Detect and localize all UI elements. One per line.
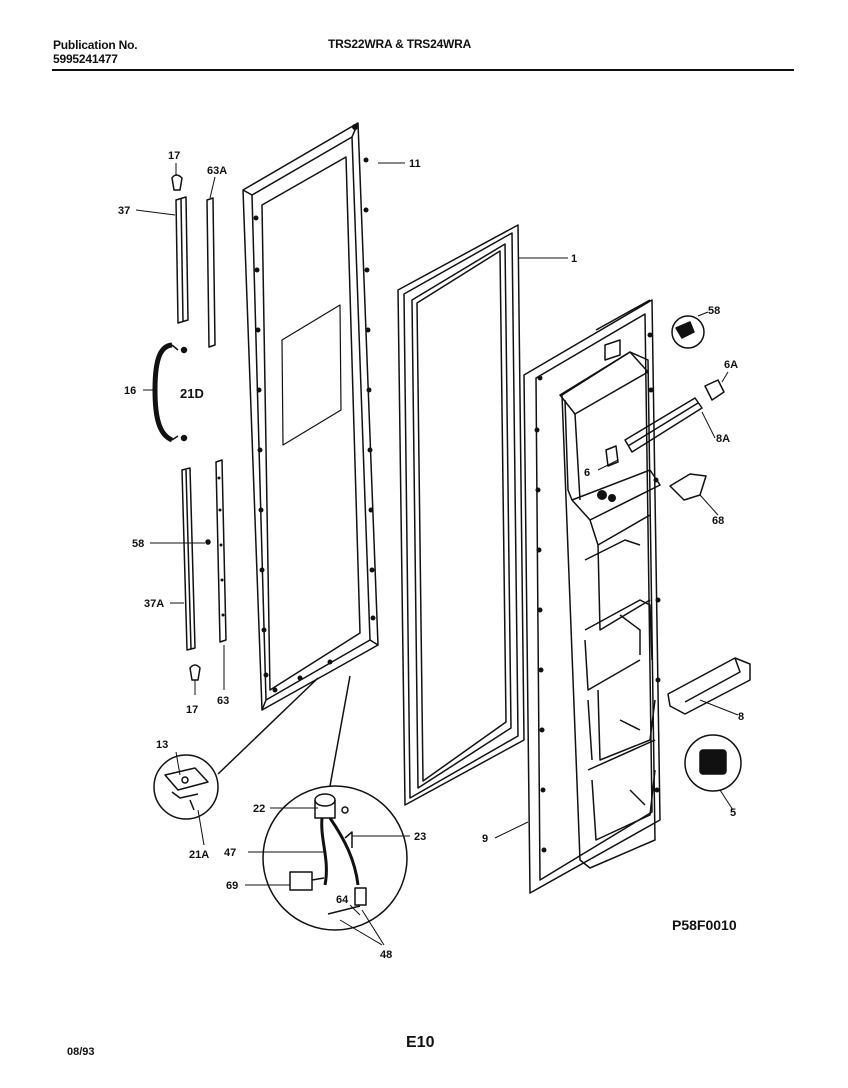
footer-date: 08/93: [67, 1046, 95, 1058]
trim-strip-63-screws: [217, 476, 225, 617]
screw-58-left: [205, 539, 211, 545]
part-label-37: 37: [118, 205, 130, 217]
part-label-37a: 37A: [144, 598, 164, 610]
part-label-58-left: 58: [132, 538, 144, 550]
part-label-47: 47: [224, 847, 236, 859]
part-label-63: 63: [217, 695, 229, 707]
screw-58-right: [671, 315, 705, 349]
part-label-1: 1: [571, 253, 577, 265]
part-label-17-top: 17: [168, 150, 180, 162]
shelf-retainer-8: [667, 657, 751, 715]
clip-6a: [704, 379, 725, 401]
inner-door-liner: [523, 299, 661, 894]
part-label-68: 68: [712, 515, 724, 527]
part-label-17-bottom: 17: [186, 704, 198, 716]
part-label-11: 11: [409, 158, 421, 170]
part-label-58-right: 58: [708, 305, 720, 317]
end-cap-top: [171, 174, 183, 191]
trim-strip-37a: [181, 467, 196, 651]
model-title: TRS22WRA & TRS24WRA: [328, 37, 472, 51]
part-label-22: 22: [253, 803, 265, 815]
publication-label: Publication No.: [53, 38, 138, 52]
part-label-69: 69: [226, 880, 238, 892]
part-label-23: 23: [414, 831, 426, 843]
wiring-detail: [262, 675, 408, 931]
outer-door-screw-holes: [253, 124, 376, 693]
publication-number: 5995241477: [53, 52, 118, 66]
part-label-63a: 63A: [207, 165, 227, 177]
leader-lines: [135, 162, 739, 946]
footer-page-code: E10: [406, 1034, 435, 1051]
part-label-16: 16: [124, 385, 136, 397]
part-label-13: 13: [156, 739, 168, 751]
trim-strip-63: [215, 459, 227, 643]
part-label-6: 6: [584, 467, 590, 479]
hinge-detail: [153, 677, 319, 820]
outer-door-panel: [242, 122, 379, 711]
shelf-bar-8a: [624, 397, 703, 453]
part-label-48: 48: [380, 949, 392, 961]
trim-strip-63a: [206, 197, 216, 348]
part-label-21a: 21A: [189, 849, 209, 861]
clip-6: [605, 445, 619, 467]
part-label-64: 64: [336, 894, 349, 906]
diagram-code: P58F0010: [672, 917, 737, 933]
trim-strip-37: [175, 196, 189, 324]
door-gasket: [397, 224, 525, 806]
part-label-6a: 6A: [724, 359, 738, 371]
part-label-8: 8: [738, 711, 744, 723]
part-label-8a: 8A: [716, 433, 730, 445]
bin-68: [669, 473, 707, 501]
part-label-5: 5: [730, 807, 736, 819]
end-cap-bottom: [189, 664, 201, 681]
handle-screw-top: [180, 346, 188, 354]
handle-screw-bottom: [180, 434, 188, 442]
door-handle: [152, 342, 174, 443]
cap-5: [684, 734, 742, 792]
part-labels: 17 63A 37 11 1 58 6A 8A 6 68 16 21D 58 3…: [118, 150, 744, 961]
header-rule: [52, 69, 794, 71]
part-label-21d: 21D: [180, 386, 204, 401]
inner-door-screw-holes: [534, 332, 661, 853]
part-label-9: 9: [482, 833, 488, 845]
